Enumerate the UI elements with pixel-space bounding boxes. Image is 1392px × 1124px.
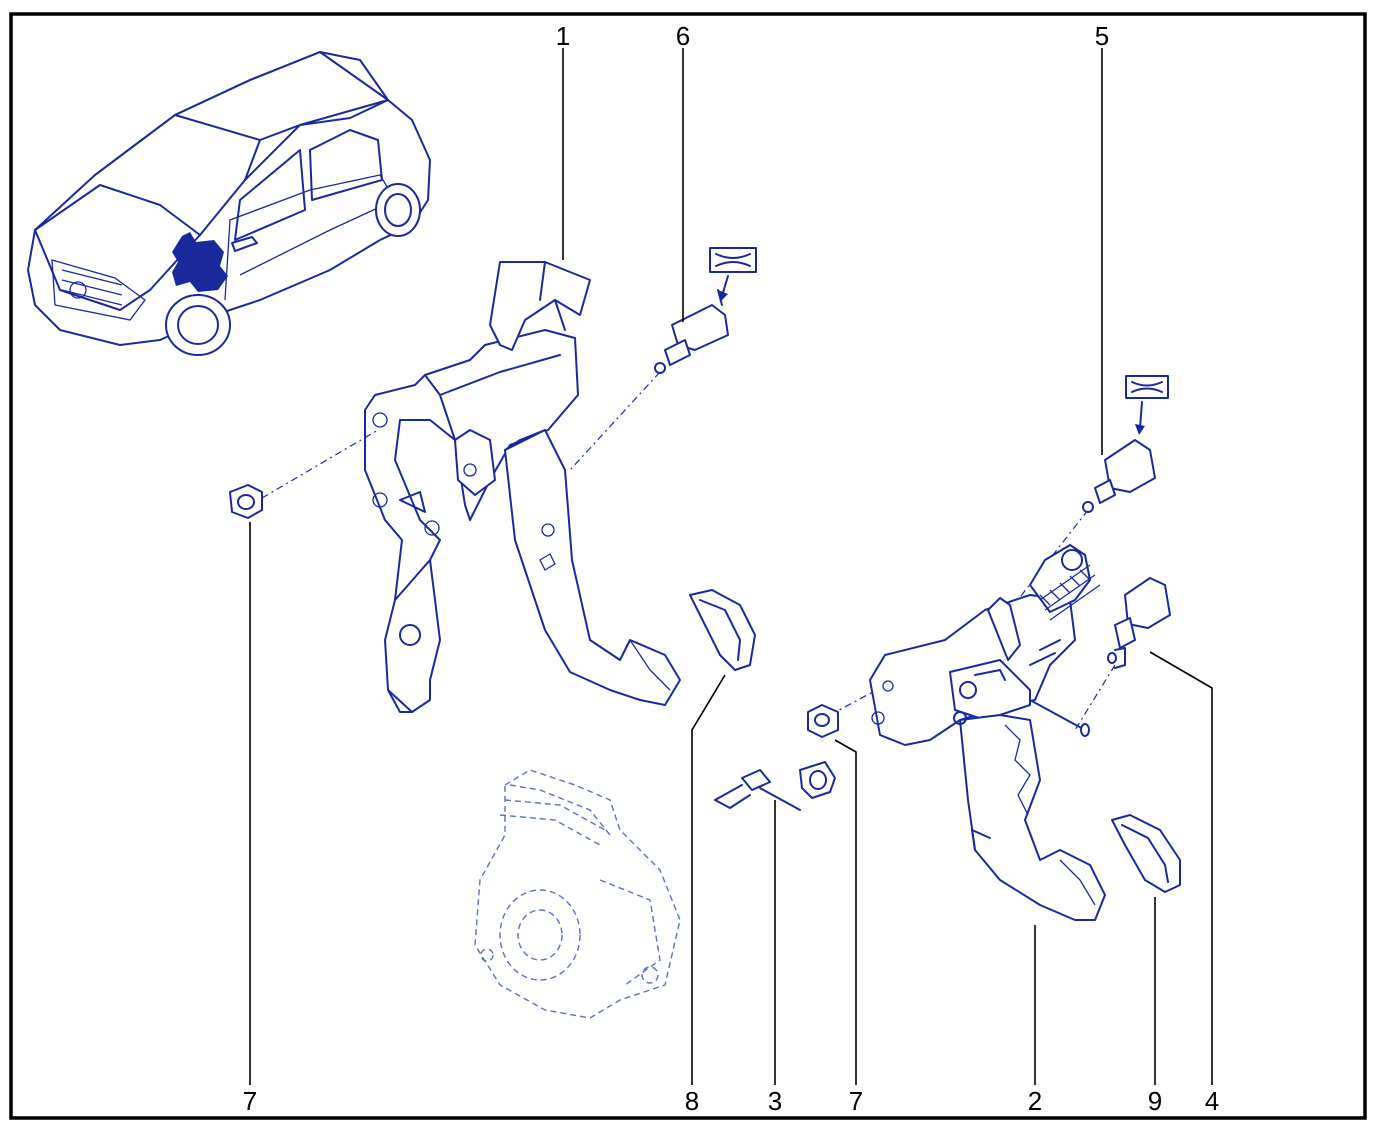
callout-2: 2 (1028, 1086, 1042, 1116)
leader-8 (691, 674, 726, 1085)
callout-1: 1 (556, 21, 570, 51)
brake-pedal-assembly (869, 544, 1106, 921)
pedal-rubber-pad-left (689, 589, 756, 671)
alignment-line-switch-4 (1074, 664, 1116, 731)
leader-7b (834, 739, 857, 1085)
callout-4: 4 (1205, 1086, 1219, 1116)
nut-right (807, 704, 839, 738)
callout-6: 6 (676, 21, 690, 51)
connector-symbol-5 (1125, 375, 1169, 435)
callout-9: 9 (1148, 1086, 1162, 1116)
vehicle-locator-illustration (27, 51, 431, 356)
callout-7-left: 7 (243, 1086, 257, 1116)
stop-light-switch (1082, 439, 1156, 513)
alignment-line-nut-right (829, 679, 896, 716)
pedal-rubber-pad-right (1111, 814, 1181, 893)
callout-7-right: 7 (849, 1086, 863, 1116)
alignment-line-nut-left (261, 429, 379, 499)
alignment-line-switch-6 (569, 371, 661, 471)
callout-8: 8 (685, 1086, 699, 1116)
diagram-frame (9, 12, 1367, 1120)
gearbox-outline (474, 769, 681, 1019)
brake-switch (1107, 577, 1171, 669)
clutch-switch (654, 289, 729, 374)
callout-3: 3 (768, 1086, 782, 1116)
callout-5: 5 (1095, 21, 1109, 51)
clutch-pedal-assembly (364, 261, 681, 713)
pedal-return-spring (714, 761, 836, 811)
nut-left (229, 484, 263, 519)
connector-symbol-6 (709, 247, 757, 302)
leader-4 (1149, 651, 1213, 1085)
